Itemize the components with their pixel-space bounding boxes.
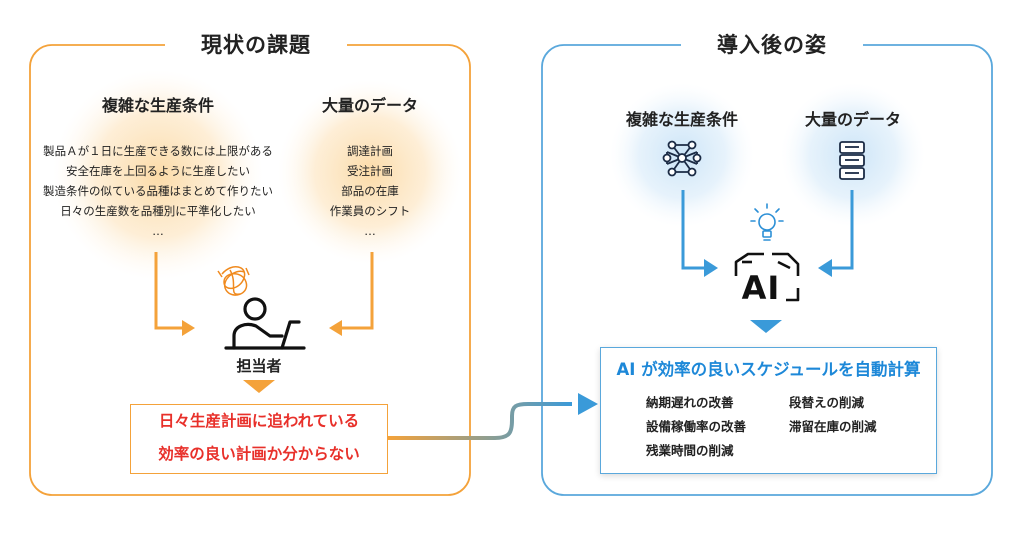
- conditions-line: 日々の生産数を品種別に平準化したい: [60, 204, 256, 218]
- server-stack-icon: [839, 141, 865, 180]
- solution-item: 段替えの削減: [789, 395, 865, 410]
- solution-item: 設備稼働率の改善: [646, 419, 747, 434]
- conditions-heading: 複雑な生産条件: [101, 96, 214, 115]
- problem-box: 日々生産計画に追われている 効率の良い計画か分からない: [130, 404, 388, 474]
- solution-box: AI が効率の良いスケジュールを自動計算 納期遅れの改善 段替えの削減 設備稼働…: [600, 347, 937, 474]
- right-panel-title: 導入後の姿: [681, 30, 863, 60]
- right-arrow-conditions: [681, 190, 718, 277]
- solution-item: 残業時間の削減: [646, 443, 734, 458]
- data-line: 部品の在庫: [341, 184, 399, 198]
- conditions-list: 製品Ａが１日に生産できる数には上限がある 安全在庫を上回るように生産したい 製造…: [38, 141, 278, 241]
- conditions-line: 製造条件の似ている品種はまとめて作りたい: [43, 184, 273, 198]
- ai-data-heading: 大量のデータ: [804, 110, 901, 129]
- data-list: 調達計画 受注計画 部品の在庫 作業員のシフト …: [300, 141, 440, 241]
- ai-label: AI: [741, 269, 781, 307]
- person-label: 担当者: [236, 357, 282, 375]
- confused-scribble-icon: [217, 266, 250, 296]
- data-line: 調達計画: [347, 144, 393, 158]
- conditions-glow: [53, 70, 263, 280]
- left-arrow-conditions: [154, 252, 195, 336]
- neural-network-icon: [662, 140, 702, 177]
- data-glow: [278, 80, 462, 264]
- person-at-desk-icon: [224, 297, 306, 350]
- lightbulb-icon: [750, 203, 784, 241]
- conditions-line: …: [152, 224, 164, 238]
- problem-line: 効率の良い計画か分からない: [158, 445, 360, 463]
- down-chevron-left: [243, 380, 275, 393]
- data-line: …: [364, 224, 376, 238]
- ai-conditions-heading: 複雑な生産条件: [625, 110, 738, 129]
- conditions-line: 製品Ａが１日に生産できる数には上限がある: [43, 144, 273, 158]
- connector-arrowhead: [578, 393, 598, 415]
- right-arrow-data: [818, 190, 854, 277]
- solution-title: AI が効率の良いスケジュールを自動計算: [616, 360, 921, 379]
- solution-item: 納期遅れの改善: [646, 395, 734, 410]
- solution-item: 滞留在庫の削減: [789, 419, 877, 434]
- problem-line: 日々生産計画に追われている: [158, 412, 360, 430]
- left-panel-title: 現状の課題: [165, 30, 347, 60]
- connector-arrow: [388, 402, 572, 440]
- conditions-line: 安全在庫を上回るように生産したい: [66, 164, 250, 178]
- data-line: 受注計画: [347, 164, 393, 178]
- left-arrow-data: [329, 252, 374, 336]
- down-chevron-right: [750, 320, 782, 333]
- ai-chip-icon: [734, 252, 800, 302]
- data-heading: 大量のデータ: [321, 96, 418, 115]
- data-line: 作業員のシフト: [329, 204, 411, 218]
